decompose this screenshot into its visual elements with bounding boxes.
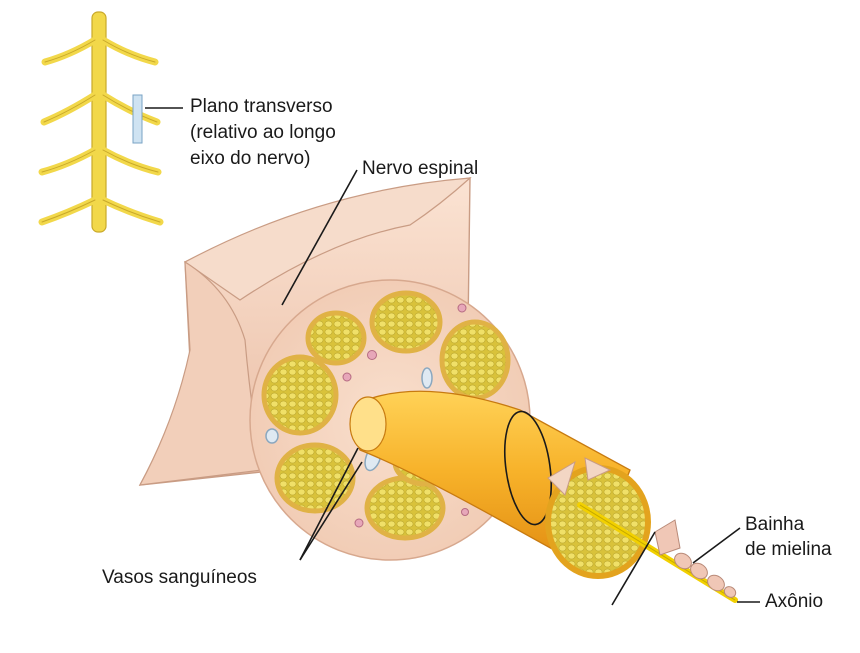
axon-with-myelin bbox=[577, 502, 738, 603]
blood-vessels-label: Vasos sanguíneos bbox=[102, 567, 257, 588]
transverse-plane-marker bbox=[132, 94, 143, 144]
leader-lines bbox=[145, 107, 760, 606]
myelin-label-line1: Bainha bbox=[745, 514, 805, 535]
myelin-label-line2: de mielina bbox=[745, 539, 832, 560]
plane-label-line1: Plano transverso bbox=[190, 96, 333, 117]
axon-label: Axônio bbox=[765, 591, 824, 612]
plane-label-line3: eixo do nervo) bbox=[190, 148, 311, 169]
spinal-nerve-label: Nervo espinal bbox=[362, 158, 479, 179]
nerve-fiber bbox=[349, 390, 651, 579]
plane-label-line2: (relativo ao longo bbox=[190, 122, 336, 143]
spinal-cord-icon bbox=[38, 11, 164, 233]
